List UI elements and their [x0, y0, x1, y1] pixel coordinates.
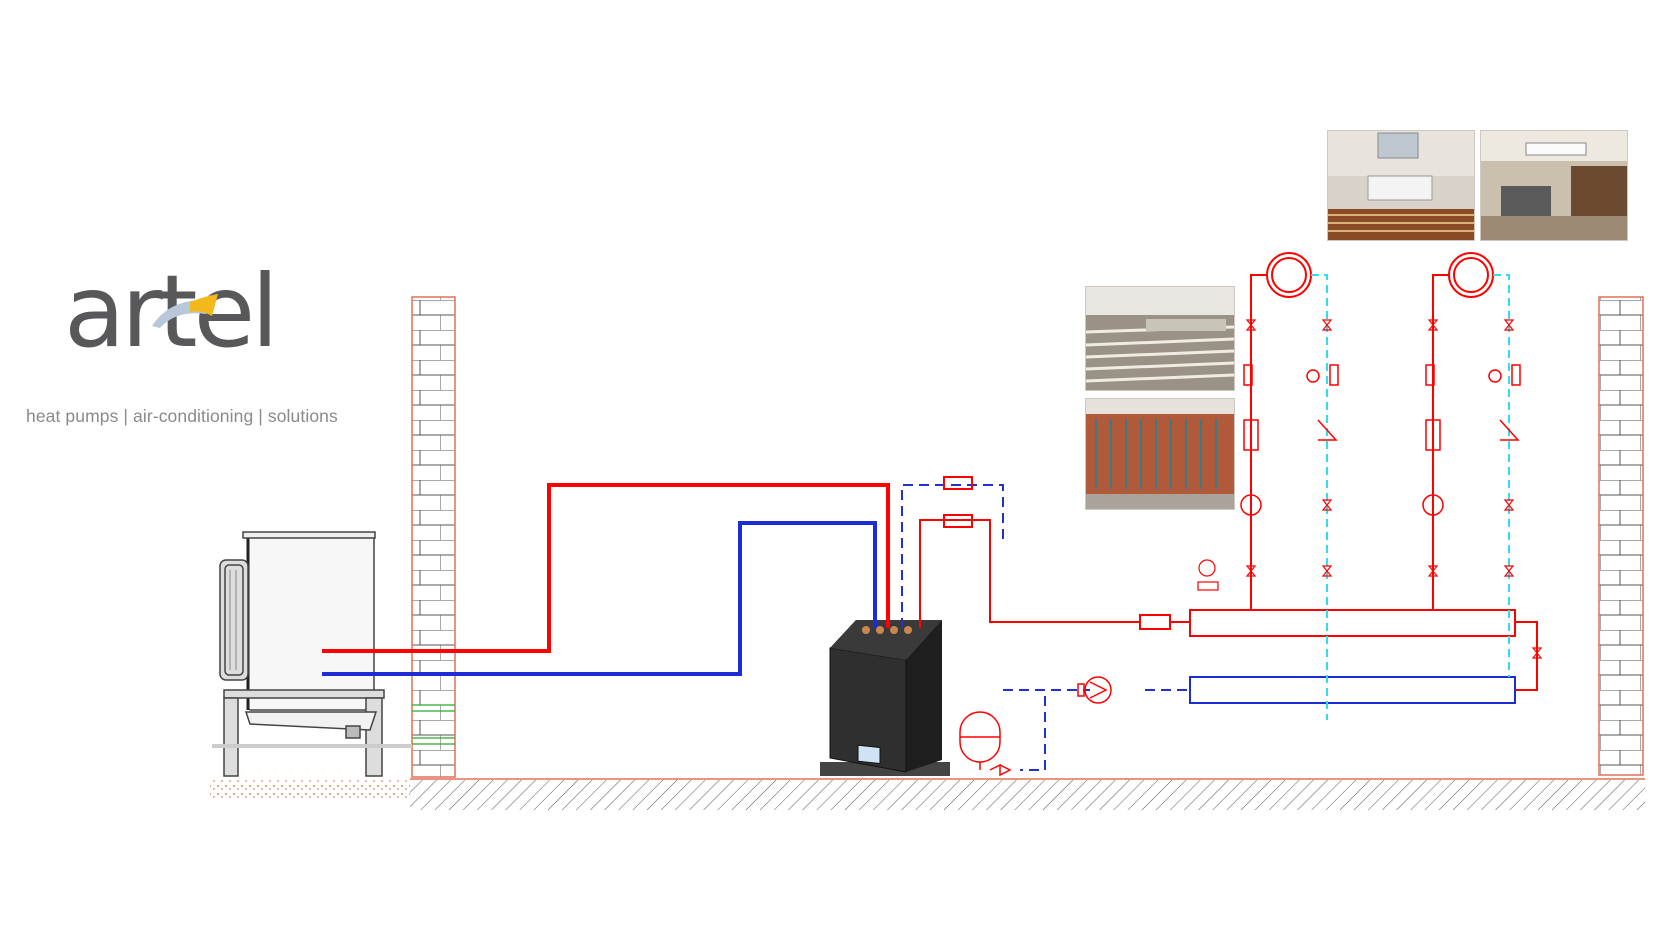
heating-loop-2: [1422, 252, 1521, 677]
supply-distribution: [919, 476, 1190, 630]
photo-cassette-unit-office: [1480, 130, 1628, 241]
ground-slab: [210, 778, 1645, 810]
photo-floor-screed: [1085, 286, 1235, 391]
brand-swoosh-icon: [152, 294, 218, 328]
return-pipe-outdoor: [322, 521, 877, 676]
heating-loop-1: [1240, 252, 1339, 720]
indoor-hydraulic-module: [820, 620, 950, 776]
outdoor-heat-pump-unit: [212, 531, 412, 777]
photo-wall-heating-pipes: [1085, 398, 1235, 510]
photo-fan-coil-under-window: [1327, 130, 1475, 241]
brick-wall-left: [411, 296, 456, 778]
expansion-vessel: [959, 711, 1012, 777]
brand-tagline: heat pumps | air-conditioning | solution…: [26, 406, 338, 426]
supply-pipe-outdoor: [322, 483, 890, 653]
brick-wall-right: [1598, 296, 1644, 776]
return-pump-symbol: [1077, 676, 1112, 704]
supply-header: [1189, 609, 1538, 691]
cold-dashed-branch: [901, 484, 1190, 771]
return-header: [1189, 676, 1516, 704]
outdoor-link-pipes: [322, 483, 890, 676]
valve-markers: [1197, 319, 1543, 659]
